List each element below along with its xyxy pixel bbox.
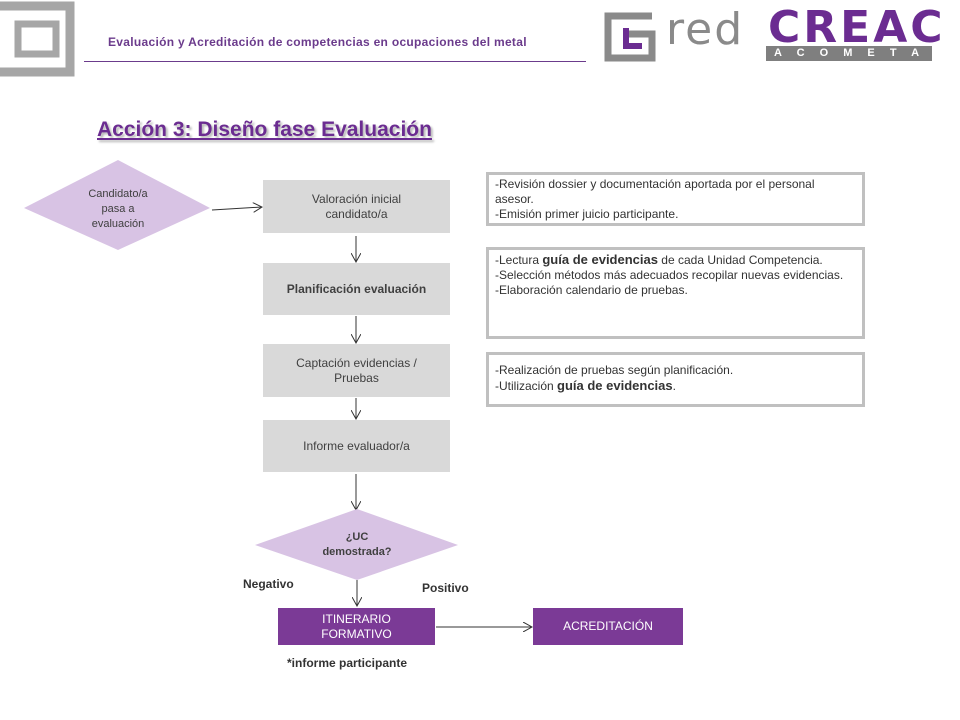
decision-label: ¿UC demostrada? xyxy=(322,531,392,558)
acreditacion-label: ACREDITACIÓN xyxy=(563,619,653,633)
note3-line1: -Realización de pruebas según planificac… xyxy=(495,363,734,377)
logo-creac-text: CREAC xyxy=(768,2,946,53)
corner-logo-icon xyxy=(0,1,75,77)
start-diamond xyxy=(24,160,210,250)
logo-red-text: red xyxy=(666,4,745,55)
decision-diamond xyxy=(255,509,458,580)
note-valoracion: -Revisión dossier y documentación aporta… xyxy=(486,172,865,226)
logo-acometal-bar xyxy=(766,46,932,61)
itinerario-label: ITINERARIO FORMATIVO xyxy=(321,611,392,641)
note2-line2: -Selección métodos más adecuados recopil… xyxy=(495,268,844,282)
logo-mark-icon xyxy=(604,12,656,62)
step-valoracion-label: Valoración inicial candidato/a xyxy=(311,191,402,221)
note2-line1: -Lectura guía de evidencias de cada Unid… xyxy=(495,252,823,267)
note2-line3: -Elaboración calendario de pruebas. xyxy=(495,283,688,297)
acreditacion-box: ACREDITACIÓN xyxy=(533,608,683,645)
note-captacion: -Realización de pruebas según planificac… xyxy=(486,352,865,407)
page-title: Acción 3: Diseño fase Evaluación xyxy=(97,118,432,141)
logo-acometal-text: A C O M E T A L xyxy=(774,47,947,59)
redcreac-logo: red CREAC A C O M E T A L xyxy=(604,2,943,62)
negative-label: Negativo xyxy=(243,577,294,591)
step-informe-label: Informe evaluador/a xyxy=(303,438,410,453)
start-diamond-label: Candidato/a pasa a evaluación xyxy=(88,188,148,230)
itinerario-box: ITINERARIO FORMATIVO xyxy=(278,608,435,645)
step-captacion: Captación evidencias / Pruebas xyxy=(263,344,450,397)
note1-line1: -Revisión dossier y documentación aporta… xyxy=(495,177,815,206)
header-subtitle: Evaluación y Acreditación de competencia… xyxy=(108,35,527,49)
step-informe: Informe evaluador/a xyxy=(263,420,450,472)
step-planificacion: Planificación evaluación xyxy=(263,263,450,315)
note-planificacion: -Lectura guía de evidencias de cada Unid… xyxy=(486,247,865,339)
note1-line2: -Emisión primer juicio participante. xyxy=(495,207,679,221)
step-captacion-label: Captación evidencias / Pruebas xyxy=(296,355,417,385)
step-planificacion-label: Planificación evaluación xyxy=(286,281,427,296)
note3-line2: -Utilización guía de evidencias. xyxy=(495,378,676,393)
footnote: *informe participante xyxy=(287,656,408,670)
header-divider xyxy=(84,61,586,62)
positive-label: Positivo xyxy=(422,581,469,595)
step-valoracion-inicial: Valoración inicial candidato/a xyxy=(263,180,450,233)
